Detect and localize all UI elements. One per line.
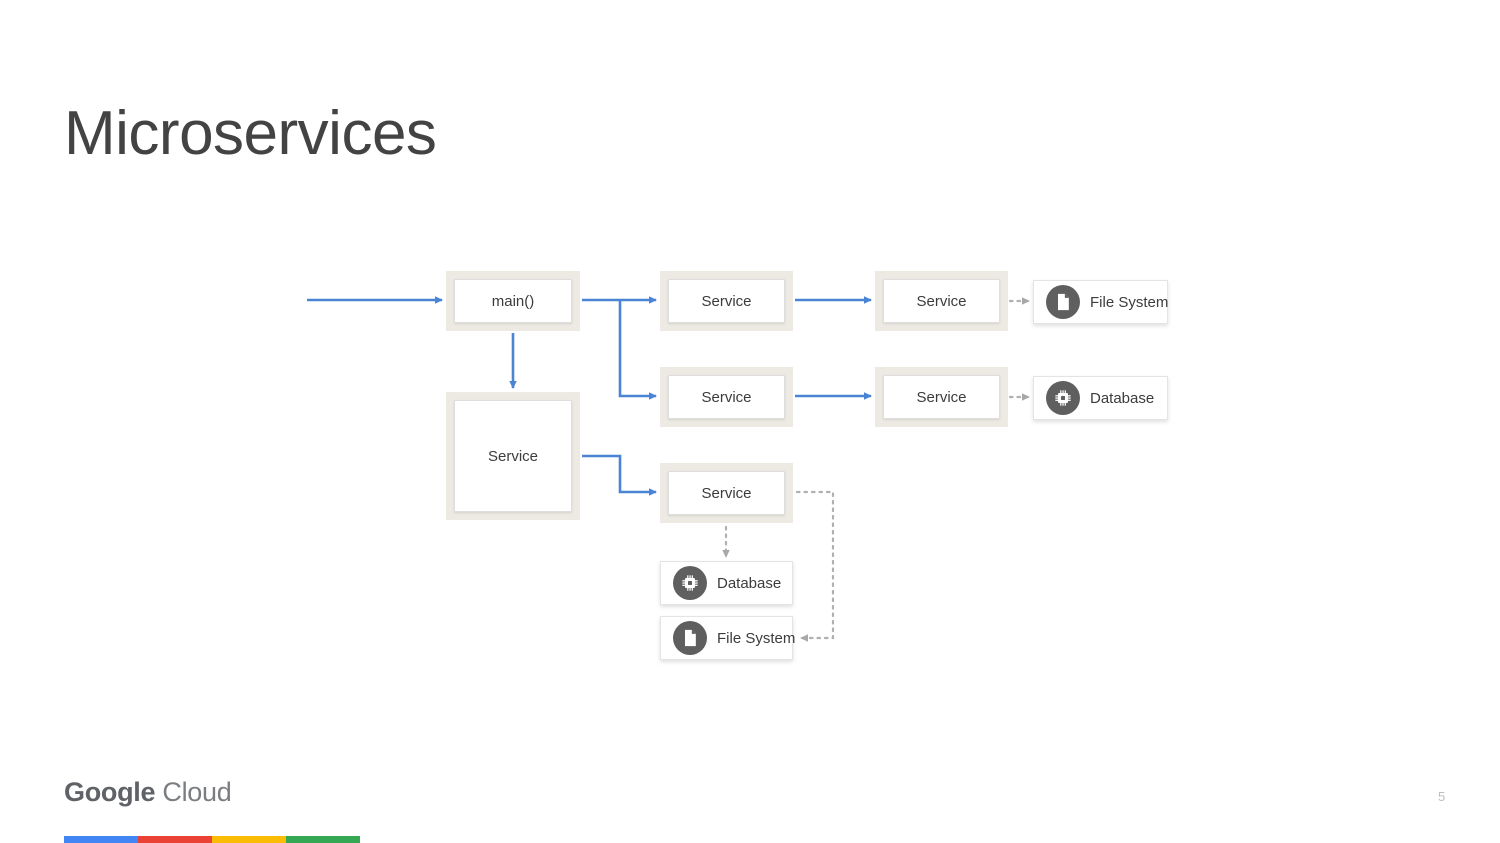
node-service-row2-col2-inner: Service [883,375,1000,419]
node-service-left-label: Service [487,447,539,465]
page-title: Microservices [64,99,437,168]
resource-card-database-bottom[interactable]: Database [660,561,793,605]
node-service-row1-col1-label: Service [701,292,752,310]
node-service-row3-col1-inner: Service [668,471,785,515]
node-main-inner: main() [454,279,572,323]
node-service-row2-col1-label: Service [701,388,752,406]
node-service-row2-col1-inner: Service [668,375,785,419]
node-service-row1-col1[interactable]: Service [660,271,793,331]
node-service-left[interactable]: Service [446,392,580,520]
node-service-row1-col2-label: Service [916,292,967,310]
node-main-label: main() [491,292,535,310]
node-service-row3-col1-label: Service [701,484,752,502]
color-bar-segment-yellow [212,836,286,843]
database-icon [673,566,707,600]
node-main[interactable]: main() [446,271,580,331]
resource-label-file-system-top: File System [1090,293,1169,311]
resource-card-file-system-bottom[interactable]: File System [660,616,796,660]
node-service-row1-col2-inner: Service [883,279,1000,323]
color-bar-segment-green [286,836,360,843]
logo-cloud-text: Cloud [162,777,232,807]
node-service-left-inner: Service [454,400,572,512]
resource-label-database-mid: Database [1090,389,1155,407]
connector-main-to-service-r2 [618,300,657,400]
color-bar-segment-blue [64,836,138,843]
page-number: 5 [1438,789,1446,804]
color-bar-segment-red [138,836,212,843]
database-icon [1046,381,1080,415]
connector-service-r3-to-filesystem [795,490,835,642]
file-system-icon [673,621,707,655]
resource-label-database-bottom: Database [717,574,782,592]
node-service-row1-col1-inner: Service [668,279,785,323]
node-service-row2-col2[interactable]: Service [875,367,1008,427]
brand-color-bar [64,836,360,843]
node-service-row2-col1[interactable]: Service [660,367,793,427]
logo-google-text: Google [64,777,156,807]
node-service-row1-col2[interactable]: Service [875,271,1008,331]
resource-card-database-mid[interactable]: Database [1033,376,1168,420]
google-cloud-logo: Google Cloud [64,777,232,808]
connector-service-left-to-r3 [582,454,657,496]
node-service-row3-col1[interactable]: Service [660,463,793,523]
node-service-row2-col2-label: Service [916,388,967,406]
resource-card-file-system-top[interactable]: File System [1033,280,1168,324]
resource-label-file-system-bottom: File System [717,629,796,647]
file-system-icon [1046,285,1080,319]
